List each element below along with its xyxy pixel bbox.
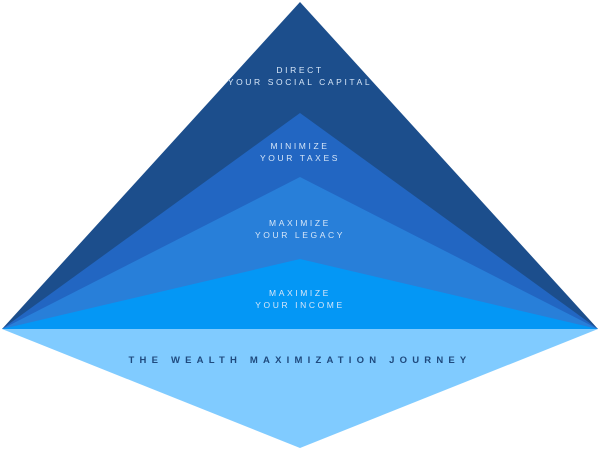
label-line1: MAXIMIZE — [269, 218, 331, 228]
base-triangle — [2, 329, 598, 448]
layer-income — [2, 259, 598, 329]
layer-legacy — [2, 177, 598, 329]
label-legacy: MAXIMIZE YOUR LEGACY — [0, 217, 600, 241]
label-taxes: MINIMIZE YOUR TAXES — [0, 140, 600, 164]
label-line1: DIRECT — [276, 65, 324, 75]
label-income: MAXIMIZE YOUR INCOME — [0, 287, 600, 311]
label-line2: YOUR TAXES — [259, 153, 340, 163]
label-social-capital: DIRECT YOUR SOCIAL CAPITAL — [0, 64, 600, 88]
label-line2: YOUR INCOME — [255, 300, 345, 310]
label-line2: YOUR LEGACY — [254, 230, 345, 240]
label-line1: MINIMIZE — [270, 141, 330, 151]
label-line2: YOUR SOCIAL CAPITAL — [227, 77, 373, 87]
label-line1: MAXIMIZE — [269, 288, 331, 298]
journey-title: THE WEALTH MAXIMIZATION JOURNEY — [128, 355, 472, 366]
